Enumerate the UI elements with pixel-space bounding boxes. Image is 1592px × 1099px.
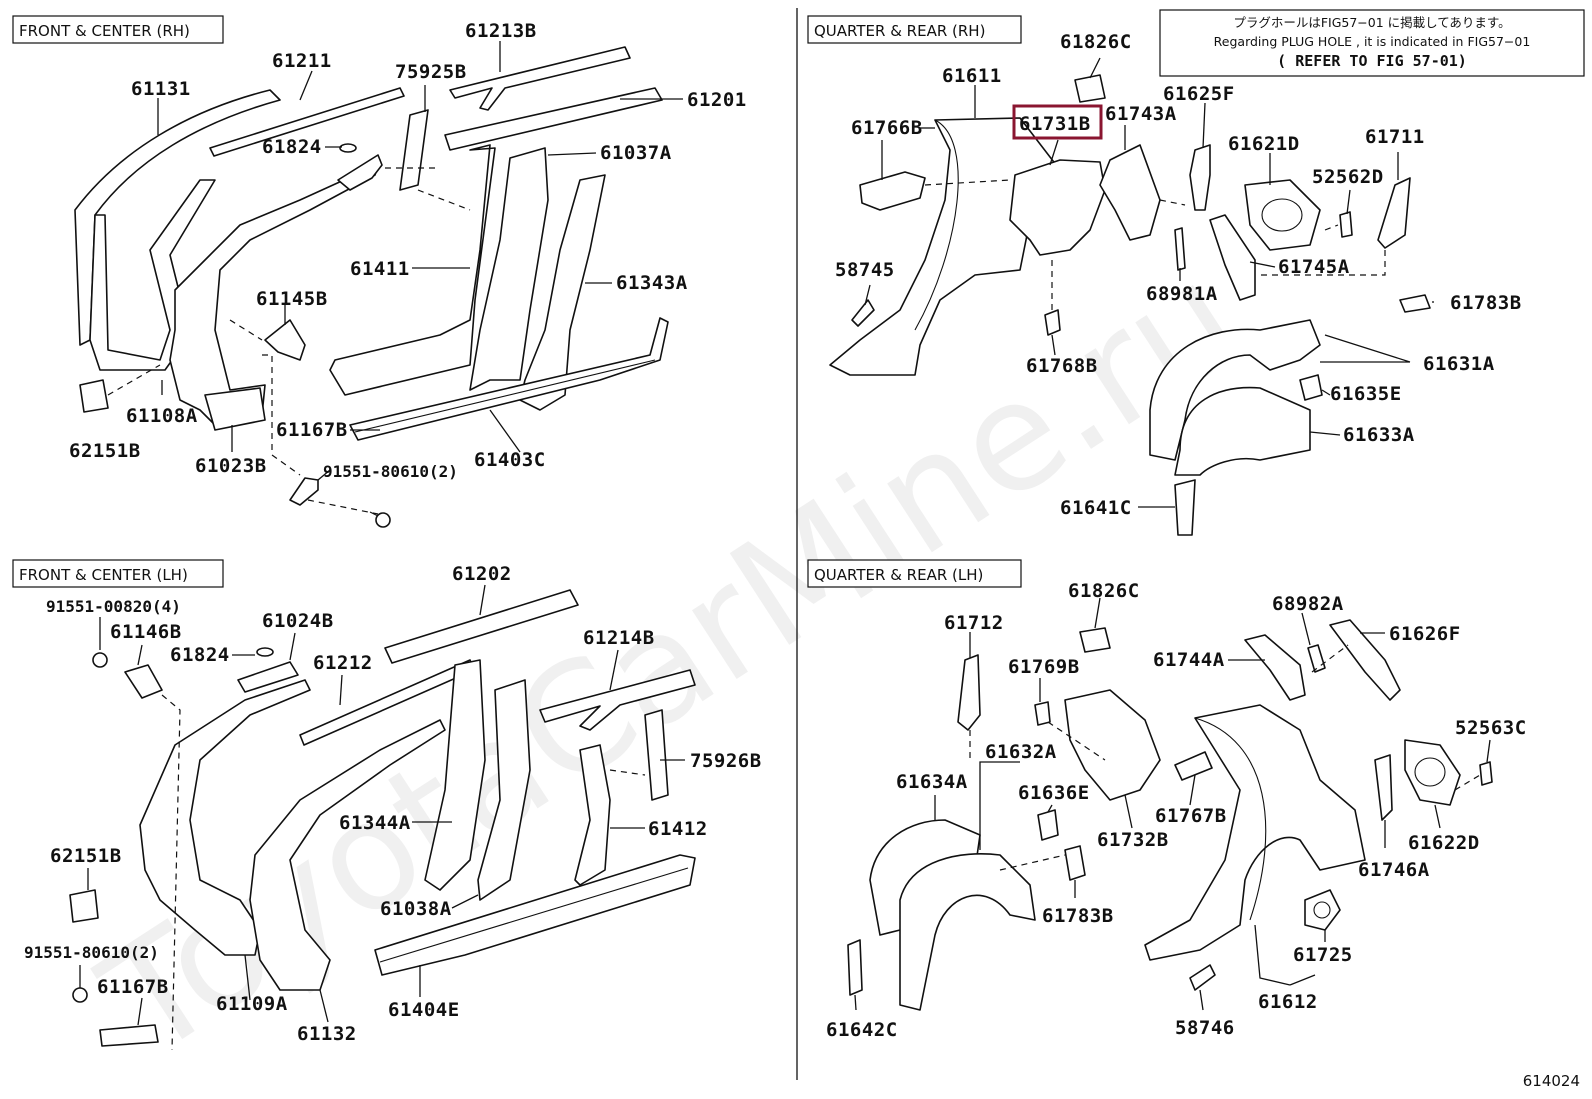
part-labels-front-lh: 61202 91551-00820(4) 61146B 61024B 61824… <box>24 563 762 1045</box>
part-label[interactable]: 61145B <box>256 288 328 310</box>
part-label[interactable]: 68982A <box>1272 593 1344 615</box>
part-label[interactable]: 52563C <box>1455 717 1527 739</box>
part-labels-rear-lh: 61826C 61712 68982A 61626F 61769B 61744A… <box>826 580 1527 1041</box>
figure-number: 614024 <box>1523 1072 1580 1090</box>
part-label[interactable]: 61611 <box>942 65 1002 87</box>
part-label[interactable]: 61826C <box>1068 580 1140 602</box>
section-header-rear-rh: QUARTER & REAR (RH) <box>807 15 1022 44</box>
part-label[interactable]: 61766B <box>851 117 923 139</box>
part-label[interactable]: 61634A <box>896 771 968 793</box>
part-labels-front-rh: 61131 61211 61213B 75925B 61201 61824 61… <box>69 20 747 481</box>
part-labels-rear-rh: 61826C 61611 61766B 61731B 61743A 61625F… <box>835 31 1522 519</box>
rear-rh-leaders <box>864 57 1434 508</box>
svg-text:FRONT & CENTER (RH): FRONT & CENTER (RH) <box>19 22 190 40</box>
part-label[interactable]: 61826C <box>1060 31 1132 53</box>
front-lh-parts <box>69 589 696 1047</box>
part-label[interactable]: 61633A <box>1343 424 1415 446</box>
part-label[interactable]: 61411 <box>350 258 410 280</box>
svg-text:Regarding PLUG HOLE , it is i: Regarding PLUG HOLE , it is indicated in… <box>1214 34 1531 49</box>
part-label[interactable]: 61641C <box>1060 497 1132 519</box>
part-label[interactable]: 61201 <box>687 89 747 111</box>
front-rh-leaders <box>107 41 683 515</box>
part-label[interactable]: 61744A <box>1153 649 1225 671</box>
part-label[interactable]: 61202 <box>452 563 512 585</box>
part-label[interactable]: 61745A <box>1278 256 1350 278</box>
part-label[interactable]: 61622D <box>1408 832 1480 854</box>
part-label[interactable]: 61214B <box>583 627 655 649</box>
part-label[interactable]: 61612 <box>1258 991 1318 1013</box>
part-label[interactable]: 61023B <box>195 455 267 477</box>
part-label[interactable]: 61167B <box>97 976 169 998</box>
part-label[interactable]: 91551-80610(2) <box>323 462 458 481</box>
part-label-61731B[interactable]: 61731B <box>1019 113 1091 135</box>
part-label[interactable]: 62151B <box>69 440 141 462</box>
part-label[interactable]: 68981A <box>1146 283 1218 305</box>
section-header-rear-lh: QUARTER & REAR (LH) <box>807 559 1022 588</box>
part-label[interactable]: 61343A <box>616 272 688 294</box>
part-label[interactable]: 58745 <box>835 259 895 281</box>
svg-text:( REFER TO FIG 57-01): ( REFER TO FIG 57-01) <box>1277 52 1467 70</box>
part-label[interactable]: 62151B <box>50 845 122 867</box>
section-header-front-lh: FRONT & CENTER (LH) <box>12 559 224 588</box>
part-label[interactable]: 61725 <box>1293 944 1353 966</box>
part-label[interactable]: 61632A <box>985 741 1057 763</box>
part-label[interactable]: 61783B <box>1042 905 1114 927</box>
part-label[interactable]: 61712 <box>944 612 1004 634</box>
part-label[interactable]: 61824 <box>170 644 230 666</box>
part-label[interactable]: 61109A <box>216 993 288 1015</box>
highlight-61731B <box>1012 104 1103 140</box>
part-label[interactable]: 52562D <box>1312 166 1384 188</box>
part-label[interactable]: 61642C <box>826 1019 898 1041</box>
rear-rh-parts <box>829 74 1431 536</box>
part-label[interactable]: 61635E <box>1330 383 1402 405</box>
part-label[interactable]: 61768B <box>1026 355 1098 377</box>
part-label[interactable]: 61038A <box>380 898 452 920</box>
section-header-front-rh: FRONT & CENTER (RH) <box>12 15 224 44</box>
svg-text:FRONT & CENTER (LH): FRONT & CENTER (LH) <box>19 566 188 584</box>
svg-text:QUARTER & REAR (LH): QUARTER & REAR (LH) <box>814 566 983 584</box>
part-label[interactable]: 75926B <box>690 750 762 772</box>
part-label[interactable]: 61403C <box>474 449 546 471</box>
part-label[interactable]: 61132 <box>297 1023 357 1045</box>
front-rh-parts <box>74 46 669 528</box>
part-label[interactable]: 61626F <box>1389 623 1461 645</box>
plug-hole-note: プラグホールはFIG57−01 に掲載してあります。 Regarding PLU… <box>1159 9 1585 77</box>
part-label[interactable]: 61344A <box>339 812 411 834</box>
part-label[interactable]: 91551-00820(4) <box>46 597 181 616</box>
rear-lh-parts <box>847 619 1493 1011</box>
front-lh-leaders <box>79 584 685 1051</box>
part-label[interactable]: 61146B <box>110 621 182 643</box>
svg-text:QUARTER & REAR (RH): QUARTER & REAR (RH) <box>814 22 985 40</box>
part-label[interactable]: 61404E <box>388 999 460 1021</box>
part-label[interactable]: 61732B <box>1097 829 1169 851</box>
part-label[interactable]: 61769B <box>1008 656 1080 678</box>
part-label[interactable]: 91551-80610(2) <box>24 943 159 962</box>
part-label[interactable]: 61631A <box>1423 353 1495 375</box>
part-label[interactable]: 58746 <box>1175 1017 1235 1039</box>
part-label[interactable]: 61024B <box>262 610 334 632</box>
part-label[interactable]: 61746A <box>1358 859 1430 881</box>
part-label[interactable]: 61167B <box>276 419 348 441</box>
part-label[interactable]: 61108A <box>126 405 198 427</box>
part-label[interactable]: 61711 <box>1365 126 1425 148</box>
part-label[interactable]: 61743A <box>1105 103 1177 125</box>
part-label[interactable]: 61767B <box>1155 805 1227 827</box>
part-label[interactable]: 61621D <box>1228 133 1300 155</box>
part-label[interactable]: 61212 <box>313 652 373 674</box>
part-label[interactable]: 61037A <box>600 142 672 164</box>
part-label[interactable]: 61211 <box>272 50 332 72</box>
part-label[interactable]: 61625F <box>1163 83 1235 105</box>
part-label[interactable]: 61783B <box>1450 292 1522 314</box>
part-label[interactable]: 61824 <box>262 136 322 158</box>
part-label[interactable]: 75925B <box>395 61 467 83</box>
part-label[interactable]: 61412 <box>648 818 708 840</box>
part-label[interactable]: 61213B <box>465 20 537 42</box>
part-label[interactable]: 61131 <box>131 78 191 100</box>
part-label[interactable]: 61636E <box>1018 782 1090 804</box>
svg-text:プラグホールはFIG57−01 に掲載してあります。: プラグホールはFIG57−01 に掲載してあります。 <box>1233 15 1510 30</box>
rear-lh-leaders <box>854 597 1491 1011</box>
